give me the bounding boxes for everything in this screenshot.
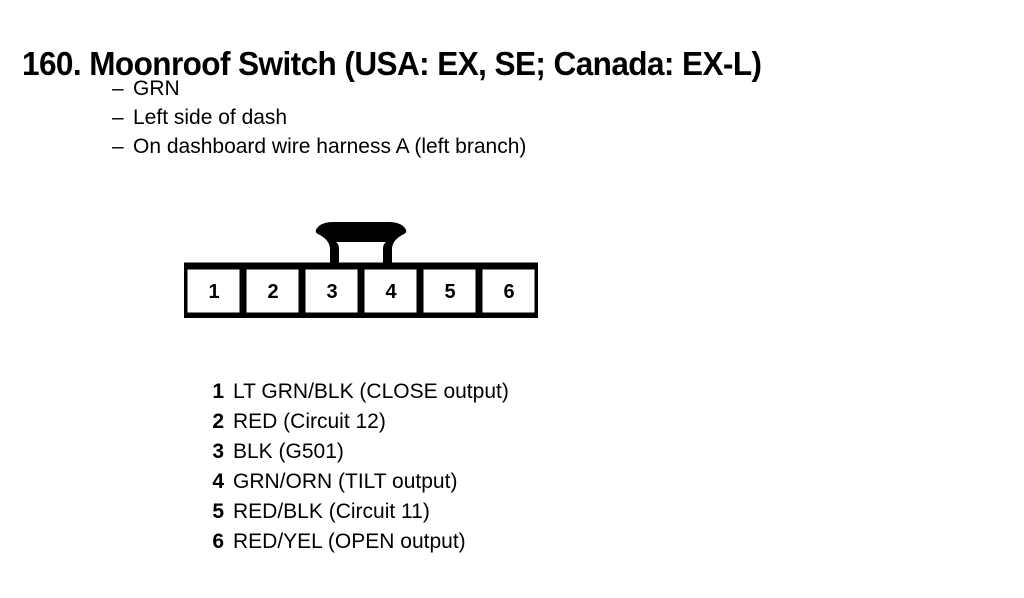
cavity-divider <box>416 269 424 313</box>
description-text: On dashboard wire harness A (left branch… <box>133 135 527 158</box>
page-title: 160. Moonroof Switch (USA: EX, SE; Canad… <box>22 45 762 83</box>
pin-description: GRN/ORN (TILT output) <box>233 470 458 493</box>
dash-bullet-icon: – <box>112 106 124 129</box>
list-item: – On dashboard wire harness A (left bran… <box>112 132 526 161</box>
list-item: 2 RED (Circuit 12) <box>200 407 509 437</box>
pin-legend-list: 1 LT GRN/BLK (CLOSE output) 2 RED (Circu… <box>200 377 509 557</box>
pin-description: BLK (G501) <box>233 440 344 463</box>
list-item: – GRN <box>112 74 526 103</box>
list-item: 4 GRN/ORN (TILT output) <box>200 467 509 497</box>
pin-description: RED/YEL (OPEN output) <box>233 530 466 553</box>
list-item: 1 LT GRN/BLK (CLOSE output) <box>200 377 509 407</box>
pin-number: 5 <box>212 500 224 523</box>
cavity-number-5: 5 <box>444 281 455 303</box>
pin-number: 4 <box>212 470 224 493</box>
connector-diagram: 1 2 3 4 5 6 <box>184 222 538 318</box>
connector-body-outline <box>184 262 538 318</box>
cavity-number-2: 2 <box>267 281 278 303</box>
list-item: 6 RED/YEL (OPEN output) <box>200 527 509 557</box>
cavity-number-1: 1 <box>208 281 219 303</box>
description-text: Left side of dash <box>133 106 288 129</box>
list-item: – Left side of dash <box>112 103 526 132</box>
list-item: 5 RED/BLK (Circuit 11) <box>200 497 509 527</box>
cavity-divider <box>357 269 365 313</box>
pin-description: RED/BLK (Circuit 11) <box>233 500 430 523</box>
pin-description: RED (Circuit 12) <box>233 410 386 433</box>
dash-bullet-icon: – <box>112 135 124 158</box>
pin-number: 1 <box>212 380 224 403</box>
pin-number: 3 <box>212 440 224 463</box>
pin-description: LT GRN/BLK (CLOSE output) <box>233 380 509 403</box>
cavity-number-6: 6 <box>503 281 514 303</box>
cavity-number-3: 3 <box>326 281 337 303</box>
pin-number: 6 <box>212 530 224 553</box>
list-item: 3 BLK (G501) <box>200 437 509 467</box>
description-list: – GRN – Left side of dash – On dashboard… <box>112 74 526 161</box>
pin-number: 2 <box>212 410 224 433</box>
description-text: GRN <box>133 77 180 100</box>
cavity-divider <box>239 269 247 313</box>
cavity-divider <box>298 269 306 313</box>
dash-bullet-icon: – <box>112 77 124 100</box>
cavity-number-4: 4 <box>385 281 397 303</box>
connector-latch-tab-icon <box>315 222 407 268</box>
cavity-divider <box>475 269 483 313</box>
